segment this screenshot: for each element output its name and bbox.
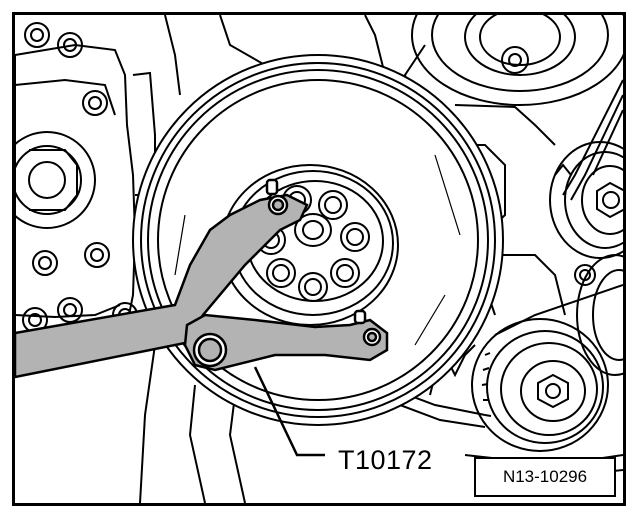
tool-callout-label: T10172: [338, 445, 433, 475]
left-pump-housing: [15, 22, 156, 362]
crankshaft-pulley: [132, 54, 504, 426]
top-right-pulley: [403, 15, 623, 106]
right-idler-pulley: [549, 141, 623, 259]
figure-reference-text: N13-10296: [502, 467, 588, 486]
counter-hold-tool: [15, 178, 389, 379]
engine-illustration: [15, 15, 623, 503]
figure-reference-box: N13-10296: [474, 457, 616, 497]
bottom-idler-pulley: [471, 318, 609, 452]
right-lower-pulley: [574, 254, 623, 376]
figure-frame: T10172 N13-10296: [12, 12, 626, 506]
tool-callout-leader: [253, 366, 325, 457]
